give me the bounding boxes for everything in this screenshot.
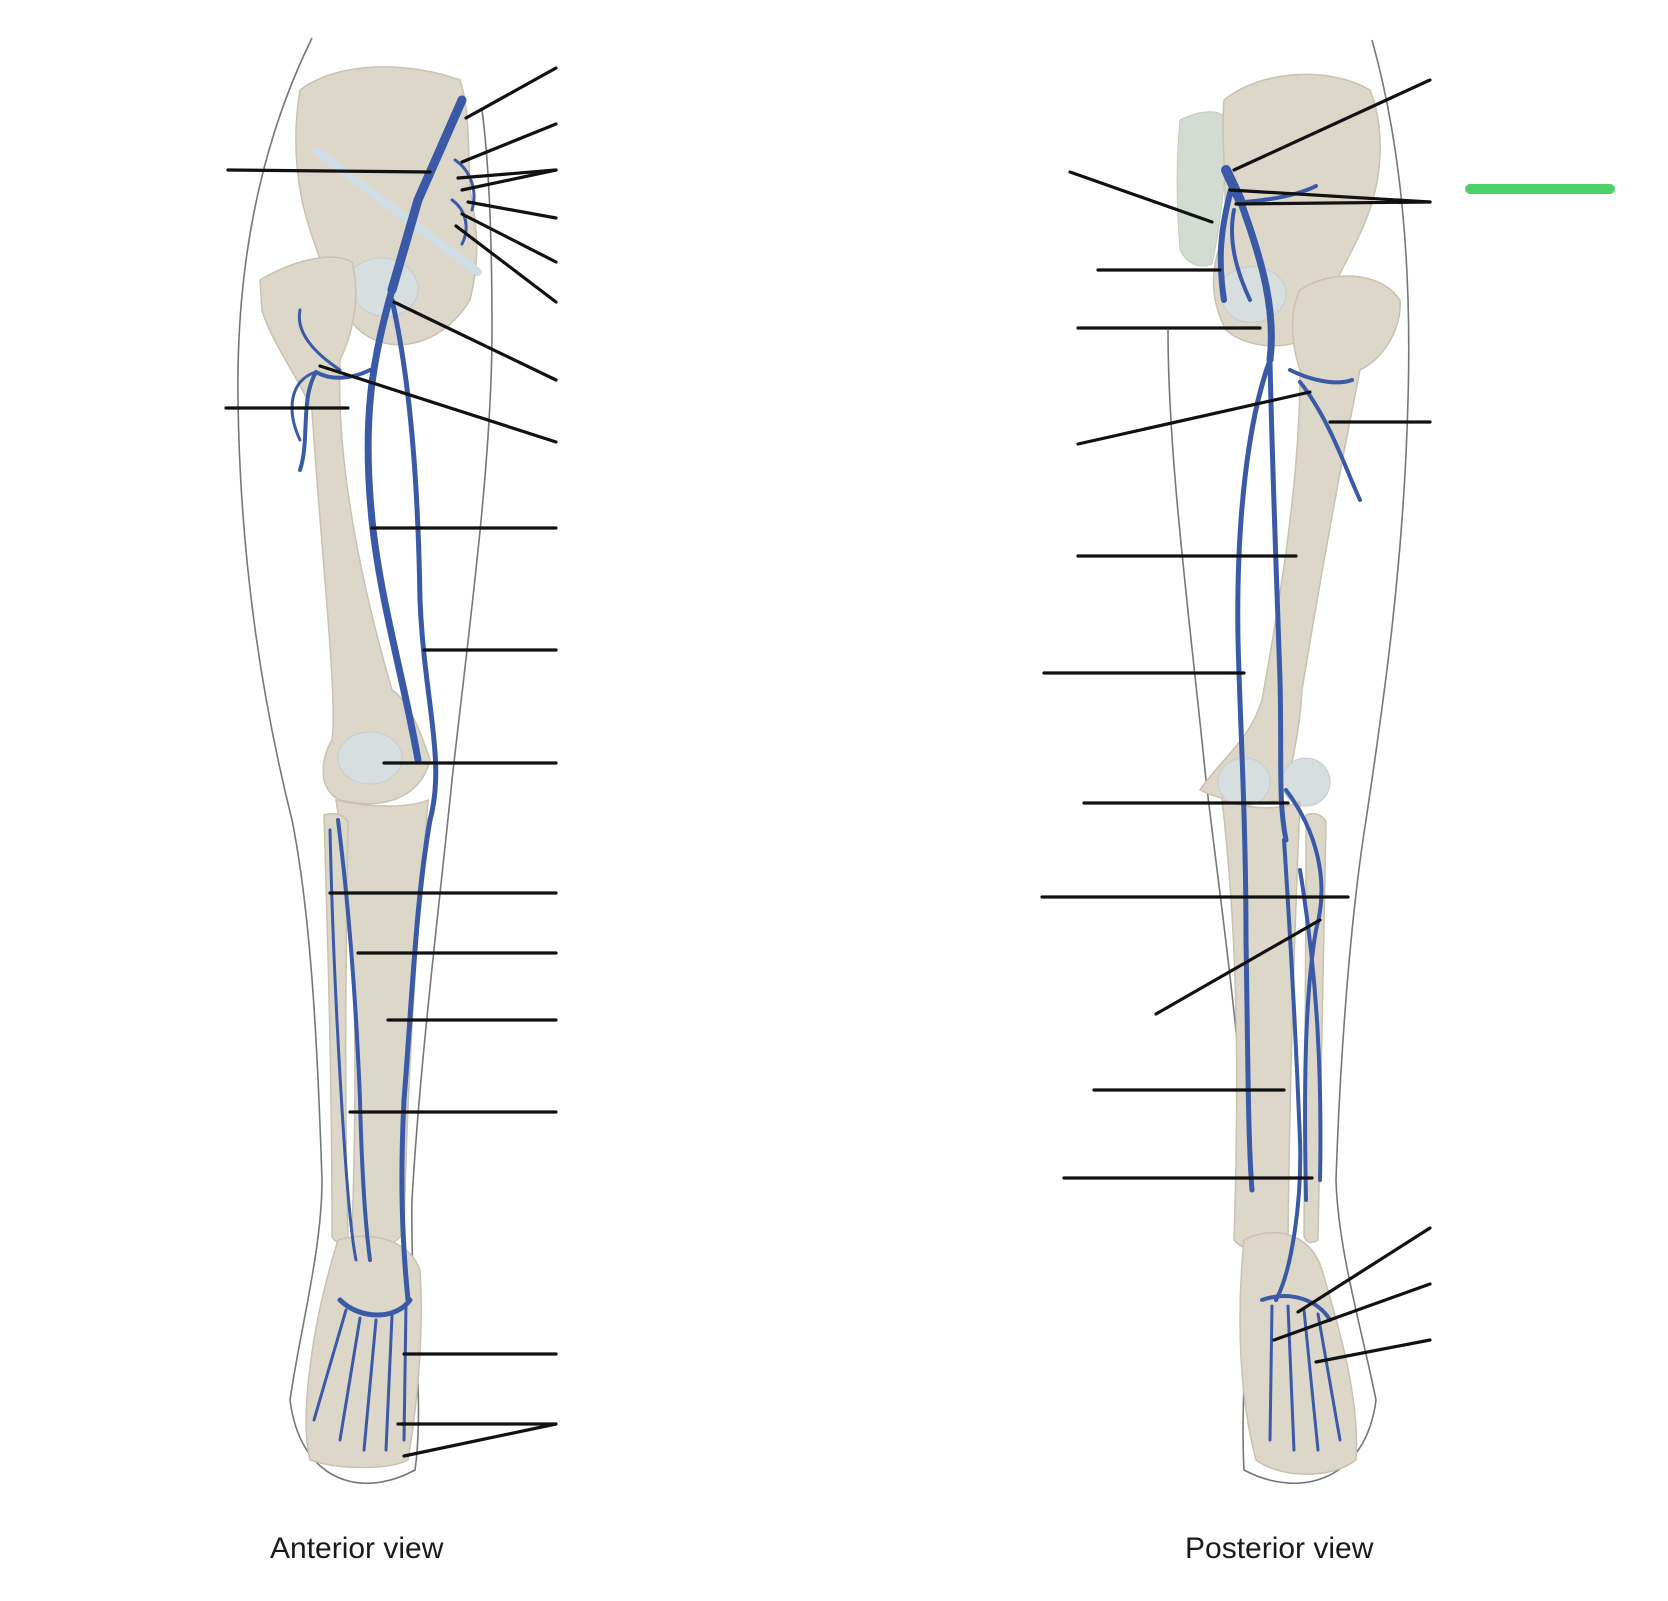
anterior-leader-3a [456,168,558,180]
great-saphenous-vein-posterior [1235,357,1273,1193]
posterior-view: Posterior view [1040,39,1615,1565]
anterior-patella [337,731,403,785]
internal-iliac-vein [1217,183,1235,303]
small-saphenous-vein [1284,788,1324,1202]
fibular-vein [1298,868,1323,1182]
anterior-leg-outline [237,37,493,1484]
posterior-veins [1217,165,1362,1452]
anterior-view-caption: Anterior view [270,1532,444,1565]
anterior-leader-1 [464,66,558,120]
dorsal-digital-veins [312,1302,408,1452]
anterior-leader-7 [392,300,558,382]
popliteal-vein-posterior [1267,357,1289,843]
posterior-view-caption: Posterior view [1185,1532,1374,1565]
femoral-vein-posterior [1236,196,1275,364]
external-iliac-vein [387,95,467,295]
deep-femoral-vein-posterior [1288,368,1362,502]
anterior-leader-2 [460,122,558,164]
anterior-leader-5 [460,212,558,264]
posterior-obturator [1219,266,1287,323]
posterior-leader-right-5 [1272,1282,1432,1342]
gluteal-veins [1230,184,1318,302]
anterior-femur [259,256,431,805]
posterior-leader-1 [1232,78,1432,172]
anterior-leader-3b [460,168,558,192]
posterior-leader-2a [1228,188,1432,204]
circumflex-femoral-veins [290,308,342,442]
posterior-leader-right-6 [1314,1338,1432,1364]
anterior-view: Anterior view [224,37,558,1565]
posterior-leader-left-4 [1076,390,1312,446]
anterior-tibia [335,798,429,1247]
anterior-foot [305,1235,423,1469]
posterior-leader-right-4 [1296,1226,1432,1314]
anterior-tibial-vein [336,818,372,1262]
plantar-venous-arch [1260,1294,1332,1322]
anterior-leader-left-1 [226,168,432,174]
posterior-leader-2b [1234,200,1432,206]
plantar-digital-veins [1268,1304,1342,1452]
posterior-tibial-vein [1274,838,1303,1302]
anterior-superficial-branches [450,158,476,246]
posterior-tibia [1221,798,1301,1252]
anterior-leader-6 [454,224,558,304]
posterior-lateral-condyle [1281,757,1331,807]
posterior-leg-outline [1167,39,1410,1484]
posterior-leader-left-1 [1068,170,1214,224]
anterior-leader-lines [224,66,558,1458]
anterior-leader-8 [318,364,558,444]
small-anterior-leg-vein [328,828,358,1262]
posterior-leader-lines [1040,78,1432,1364]
posterior-femur [1198,275,1401,804]
anterior-leader-4 [466,200,558,220]
anterior-veins [290,95,476,1452]
great-saphenous-vein-anterior [389,297,439,1303]
anterior-leader-17b [402,1422,558,1458]
posterior-leader-left-9 [1154,918,1322,1016]
femoral-vein-anterior [364,286,422,764]
